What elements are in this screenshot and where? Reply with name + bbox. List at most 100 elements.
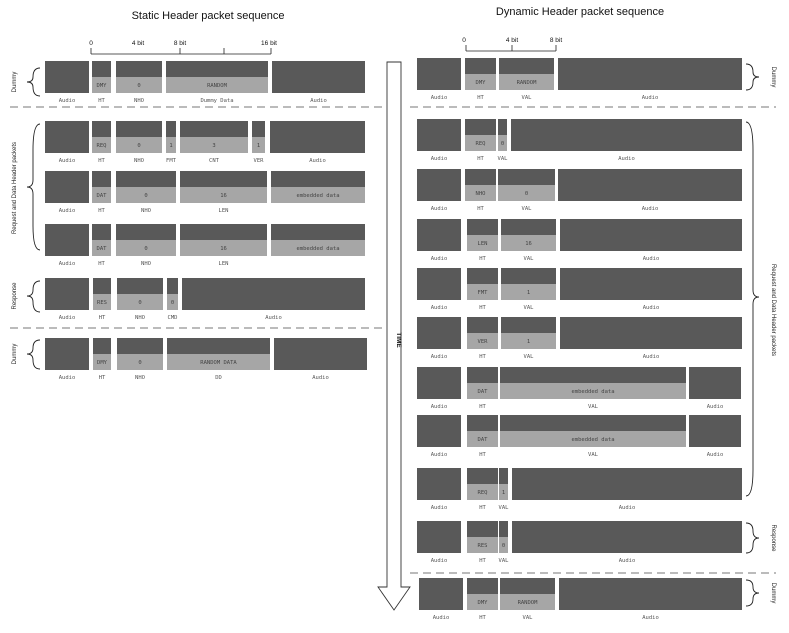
field-top-block <box>93 278 111 294</box>
field-top-block <box>116 224 176 240</box>
field-label: Dummy Data <box>200 98 233 104</box>
field-value-block <box>92 187 111 203</box>
audio-block <box>417 367 461 399</box>
static-field: Audio <box>272 61 365 104</box>
field-label: Audio <box>431 206 448 212</box>
field-value-block <box>117 294 163 310</box>
field-label: VAL <box>522 206 533 212</box>
field-label: DD <box>215 375 222 381</box>
field-value: 1 <box>257 143 260 149</box>
side-label-dynamic-request-data: Request and Data Header packets <box>770 264 776 356</box>
field-label: VAL <box>522 95 533 101</box>
field-value-block <box>467 333 498 349</box>
field-label: NHO <box>134 98 144 104</box>
field-top-block <box>499 468 508 484</box>
field-label: HT <box>479 452 486 458</box>
field-value-block <box>117 354 163 370</box>
dynamic-field: Audio <box>417 268 461 311</box>
field-label: VAL <box>523 615 534 621</box>
field-label: Audio <box>59 261 76 267</box>
side-label-dynamic-dummy-bottom: Dummy <box>770 583 776 604</box>
dynamic-field: Audio <box>417 521 461 564</box>
field-label: Audio <box>619 558 636 564</box>
field-label: Audio <box>643 256 660 262</box>
field-label: Audio <box>312 375 329 381</box>
field-label: Audio <box>431 558 448 564</box>
static-bit-scale <box>90 48 272 55</box>
field-value-block <box>500 431 686 447</box>
field-top-block <box>498 169 555 185</box>
field-top-block <box>166 121 176 137</box>
field-value-block <box>499 537 508 553</box>
field-top-block <box>500 578 555 594</box>
field-top-block <box>180 171 267 187</box>
field-label: Audio <box>431 95 448 101</box>
dynamic-field: Audio <box>417 367 461 410</box>
field-value-block <box>180 137 248 153</box>
dynamic-bit-8: 8 bit <box>550 37 562 44</box>
field-label: HT <box>477 95 484 101</box>
side-label-static-dummy-top: Dummy <box>12 72 18 93</box>
field-value-block <box>271 240 365 256</box>
field-top-block <box>116 121 162 137</box>
field-value: 0 <box>171 300 174 306</box>
field-top-block <box>465 119 496 135</box>
field-top-block <box>93 338 111 354</box>
dynamic-field: Audio <box>417 119 461 162</box>
field-value-block <box>501 333 556 349</box>
field-label: Audio <box>431 354 448 360</box>
field-label: HT <box>479 305 486 311</box>
field-top-block <box>117 338 163 354</box>
field-value-block <box>166 137 176 153</box>
field-value: 0 <box>144 193 147 199</box>
dynamic-field: Audio <box>417 169 461 212</box>
field-top-block <box>180 224 267 240</box>
dynamic-field: Audio <box>559 578 742 621</box>
field-value: REQ <box>478 490 488 496</box>
audio-block <box>417 268 461 300</box>
audio-block <box>560 268 742 300</box>
field-value-block <box>499 74 554 90</box>
field-label: Audio <box>642 206 659 212</box>
field-label: Audio <box>265 315 282 321</box>
static-field: Audio <box>182 278 365 321</box>
audio-block <box>45 338 89 370</box>
field-value-block <box>501 284 556 300</box>
field-value-block <box>467 484 498 500</box>
dynamic-field: Audio <box>560 268 742 311</box>
static-bit-0: 0 <box>89 40 93 47</box>
field-label: Audio <box>431 452 448 458</box>
field-label: NHO <box>141 208 151 214</box>
field-value: DAT <box>478 389 489 395</box>
field-top-block <box>500 415 686 431</box>
static-field: Audio <box>45 224 89 267</box>
field-value: DAT <box>97 246 108 252</box>
field-top-block <box>117 278 163 294</box>
field-value: 16 <box>220 246 227 252</box>
field-top-block <box>501 219 556 235</box>
field-top-block <box>252 121 265 137</box>
dynamic-bit-0: 0 <box>462 37 466 44</box>
dynamic-field: Audio <box>417 58 461 101</box>
field-label: HT <box>98 98 105 104</box>
static-field: Audio <box>270 121 365 164</box>
audio-block <box>182 278 365 310</box>
field-label: Audio <box>618 156 635 162</box>
audio-block <box>45 224 89 256</box>
field-value-block <box>116 187 176 203</box>
field-label: Audio <box>642 615 659 621</box>
field-value-block <box>93 354 111 370</box>
audio-block <box>511 119 742 151</box>
dynamic-field: Audio <box>560 317 742 360</box>
audio-block <box>417 58 461 90</box>
